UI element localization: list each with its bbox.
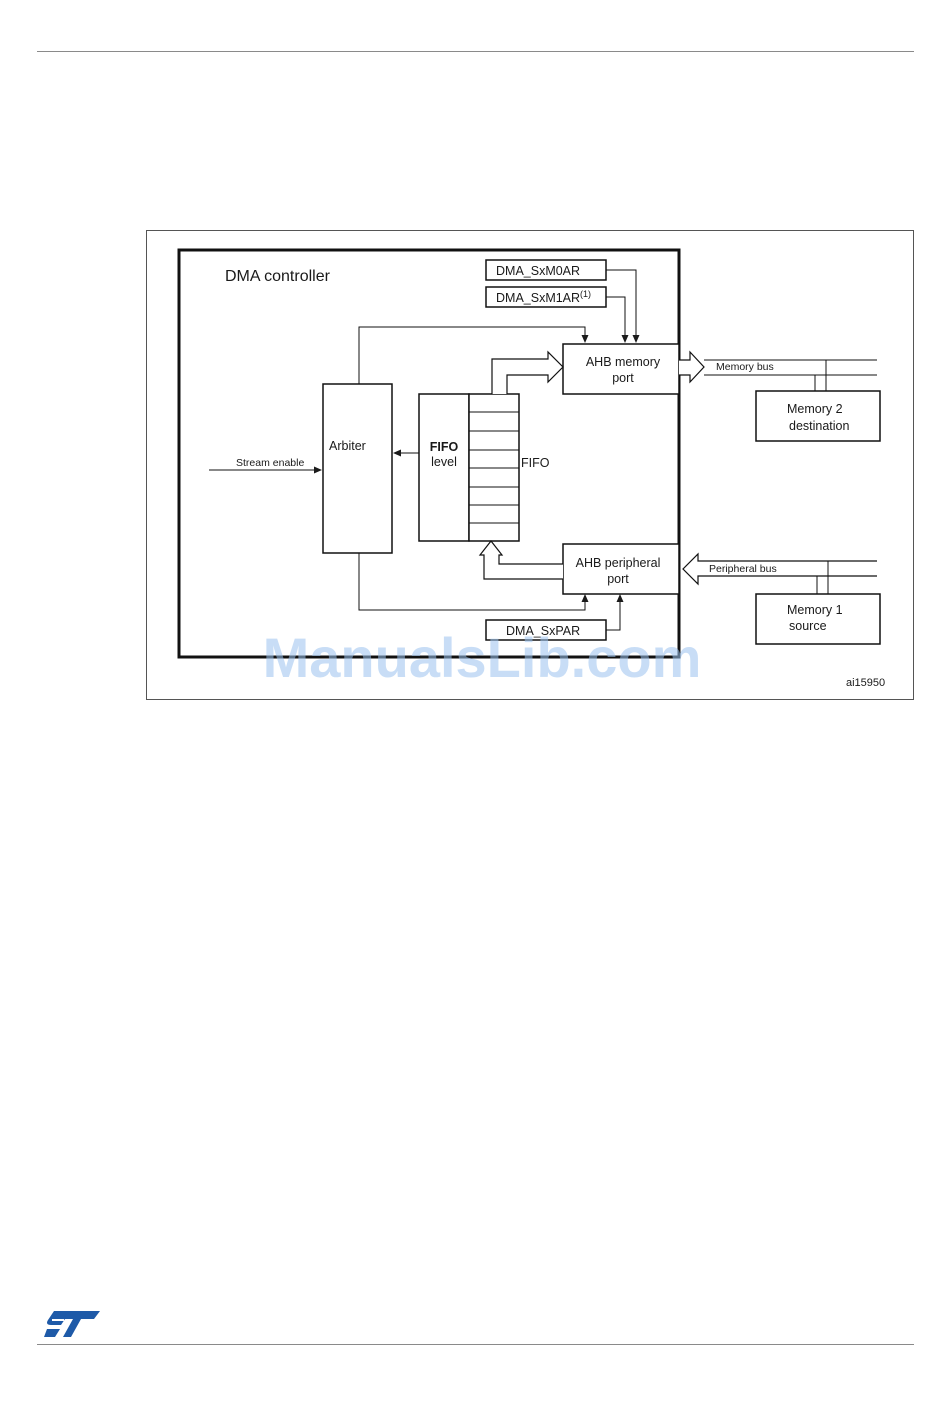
register-m1ar-label: DMA_SxM1AR(1) bbox=[496, 289, 591, 305]
register-m0ar-label: DMA_SxM0AR bbox=[496, 264, 580, 278]
m1ar-to-memory-port-line bbox=[606, 297, 625, 342]
arbiter-box bbox=[323, 384, 392, 553]
memory1-label-1: Memory 1 bbox=[787, 603, 843, 617]
memory1-label-2: source bbox=[789, 619, 827, 633]
stream-enable-label: Stream enable bbox=[236, 457, 304, 469]
fifo-label: FIFO bbox=[521, 456, 550, 470]
peripheral-port-to-fifo-arrow bbox=[480, 541, 563, 579]
arbiter-to-peripheral-port-line bbox=[359, 553, 585, 610]
fifo-level-label-2: level bbox=[431, 455, 457, 469]
peripheral-bus-label: Peripheral bus bbox=[709, 563, 777, 575]
ahb-peripheral-port-label-2: port bbox=[607, 572, 629, 586]
m0ar-to-memory-port-line bbox=[606, 270, 636, 342]
st-logo-icon bbox=[44, 1309, 102, 1339]
memory2-label-1: Memory 2 bbox=[787, 402, 843, 416]
dma-controller-title: DMA controller bbox=[225, 268, 331, 285]
ahb-memory-port-label-2: port bbox=[612, 371, 634, 385]
memory2-box bbox=[756, 391, 880, 441]
figure-id: ai15950 bbox=[846, 677, 885, 689]
par-to-peripheral-port-line bbox=[606, 595, 620, 630]
arbiter-label: Arbiter bbox=[329, 439, 366, 453]
fifo-level-label-1: FIFO bbox=[430, 440, 459, 454]
ahb-peripheral-port-label-1: AHB peripheral bbox=[576, 556, 661, 570]
ahb-memory-port bbox=[563, 344, 679, 394]
fifo-cells bbox=[469, 394, 519, 541]
fifo-to-memory-port-arrow bbox=[492, 352, 563, 394]
memory2-label-2: destination bbox=[789, 419, 850, 433]
watermark: ManualsLib.com bbox=[263, 626, 702, 689]
memory-bus-arrow bbox=[679, 352, 704, 382]
ahb-memory-port-label-1: AHB memory bbox=[586, 355, 661, 369]
memory-bus-label: Memory bus bbox=[716, 361, 774, 373]
